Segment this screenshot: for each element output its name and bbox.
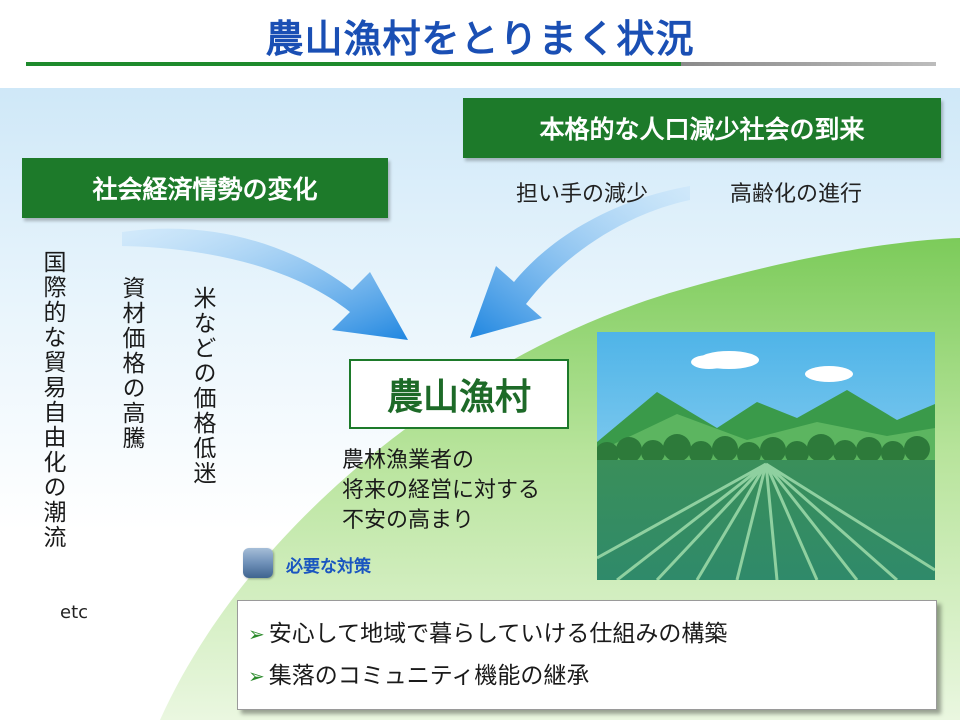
needs-label: 必要な対策 — [286, 557, 371, 577]
center-label-box: 農山漁村 — [349, 359, 569, 429]
rice-field-illustration — [597, 332, 935, 580]
factor-fewer-workers: 担い手の減少 — [516, 182, 649, 207]
measure-text: 集落のコミュニティ機能の継承 — [268, 663, 590, 689]
concern-line: 不安の高まり — [342, 508, 475, 533]
factor-trade-liberalization: 国際的な貿易自由化の潮流 — [39, 250, 65, 550]
factor-material-cost-rise: 資材価格の高騰 — [118, 276, 144, 451]
factor-aging: 高齢化の進行 — [730, 182, 863, 207]
title-underline — [26, 62, 936, 66]
etc-label: etc — [60, 602, 89, 623]
page-title: 農山漁村をとりまく状況 — [265, 17, 695, 61]
banner-socioeconomic-change: 社会経済情勢の変化 — [22, 158, 388, 218]
rounded-square-icon — [243, 548, 273, 578]
concern-text: 農林漁業者の 将来の経営に対する 不安の高まり — [342, 446, 540, 536]
banner-population-decline: 本格的な人口減少社会の到来 — [463, 98, 941, 158]
arrow-left — [122, 228, 408, 340]
measure-text: 安心して地域で暮らしていける仕組みの構築 — [268, 621, 728, 647]
measures-box: ➢安心して地域で暮らしていける仕組みの構築 ➢集落のコミュニティ機能の継承 — [237, 600, 937, 710]
list-item: ➢集落のコミュニティ機能の継承 — [248, 655, 936, 697]
concern-line: 農林漁業者の — [342, 448, 475, 473]
chevron-right-icon: ➢ — [248, 622, 265, 646]
arrow-right — [470, 186, 690, 338]
list-item: ➢安心して地域で暮らしていける仕組みの構築 — [248, 613, 936, 655]
factor-rice-price-slump: 米などの価格低迷 — [189, 286, 215, 486]
concern-line: 将来の経営に対する — [342, 478, 541, 503]
chevron-right-icon: ➢ — [248, 664, 265, 688]
